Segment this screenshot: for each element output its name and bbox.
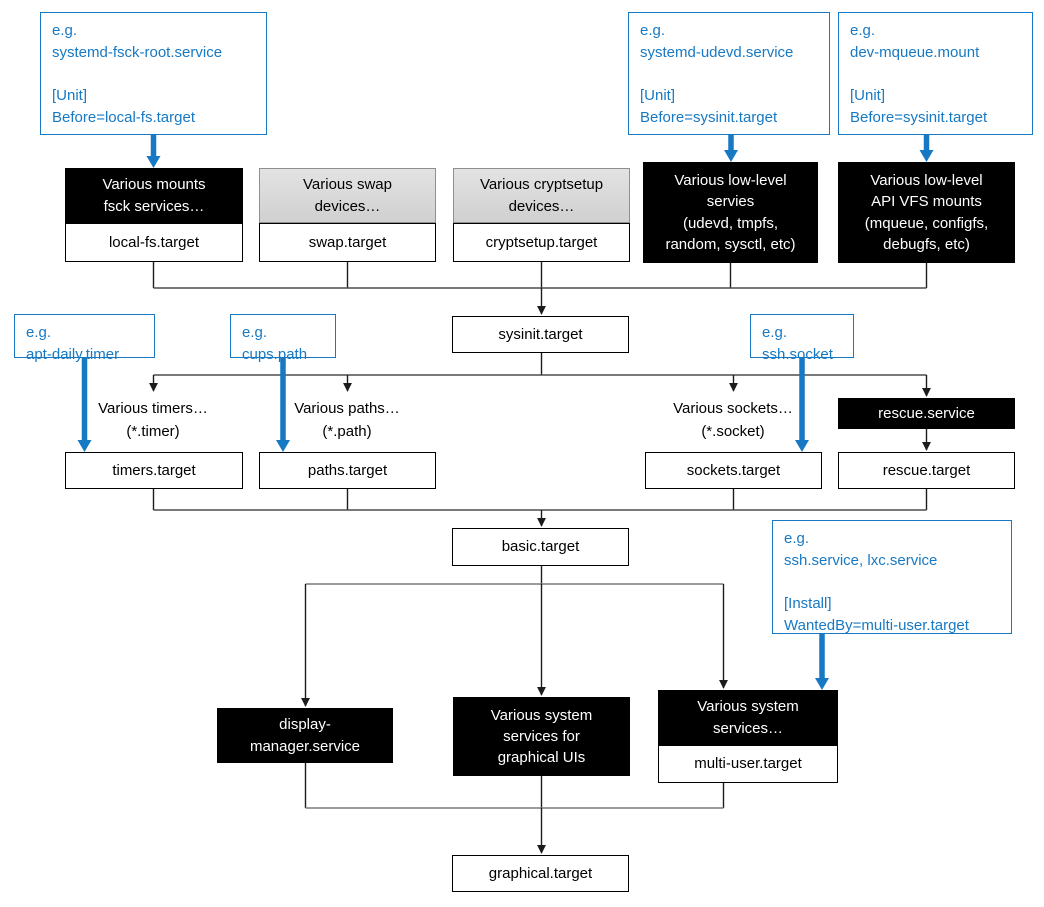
- node-cryptsetup-target: cryptsetup.target: [453, 223, 630, 262]
- node-various-mounts-header: Various mounts fsck services…: [65, 168, 243, 223]
- node-swap-target: swap.target: [259, 223, 436, 262]
- annotation-cups-path: e.g. cups.path: [230, 314, 336, 363]
- node-various-swap-header: Various swap devices…: [259, 168, 436, 223]
- annotation-ssh-socket: e.g. ssh.socket: [750, 314, 854, 363]
- node-display-manager-service: display- manager.service: [217, 708, 393, 763]
- node-graphical-ui-services: Various system services for graphical UI…: [453, 697, 630, 776]
- annotation-dev-mqueue: e.g. dev-mqueue.mount [Unit] Before=sysi…: [838, 12, 1033, 135]
- label-various-sockets: Various sockets… (*.socket): [673, 400, 793, 440]
- annotation-apt-daily-timer: e.g. apt-daily.timer: [14, 314, 155, 363]
- node-api-vfs-mounts: Various low-level API VFS mounts (mqueue…: [838, 162, 1015, 263]
- node-basic-target: basic.target: [452, 528, 629, 566]
- label-various-paths: Various paths… (*.path): [294, 400, 400, 440]
- bus-row2-to-sysinit: [152, 262, 928, 315]
- node-low-level-services: Various low-level servies (udevd, tmpfs,…: [643, 162, 818, 263]
- annotation-systemd-udevd: e.g. systemd-udevd.service [Unit] Before…: [628, 12, 830, 135]
- annotation-ssh-service-install: e.g. ssh.service, lxc.service [Install] …: [772, 520, 1012, 634]
- node-multi-user-target: multi-user.target: [658, 745, 838, 783]
- annotation-systemd-fsck-root: e.g. systemd-fsck-root.service [Unit] Be…: [40, 12, 267, 135]
- bus-basic-to-services: [301, 566, 728, 707]
- node-various-cryptsetup-header: Various cryptsetup devices…: [453, 168, 630, 223]
- node-rescue-target: rescue.target: [838, 452, 1015, 489]
- node-rescue-service: rescue.service: [838, 398, 1015, 429]
- node-sockets-target: sockets.target: [645, 452, 822, 489]
- node-local-fs-target: local-fs.target: [65, 223, 243, 262]
- node-multi-user-header: Various system services…: [658, 690, 838, 745]
- label-various-timers: Various timers… (*.timer): [98, 400, 208, 440]
- node-sysinit-target: sysinit.target: [452, 316, 629, 353]
- node-paths-target: paths.target: [259, 452, 436, 489]
- node-graphical-target: graphical.target: [452, 855, 629, 892]
- node-timers-target: timers.target: [65, 452, 243, 489]
